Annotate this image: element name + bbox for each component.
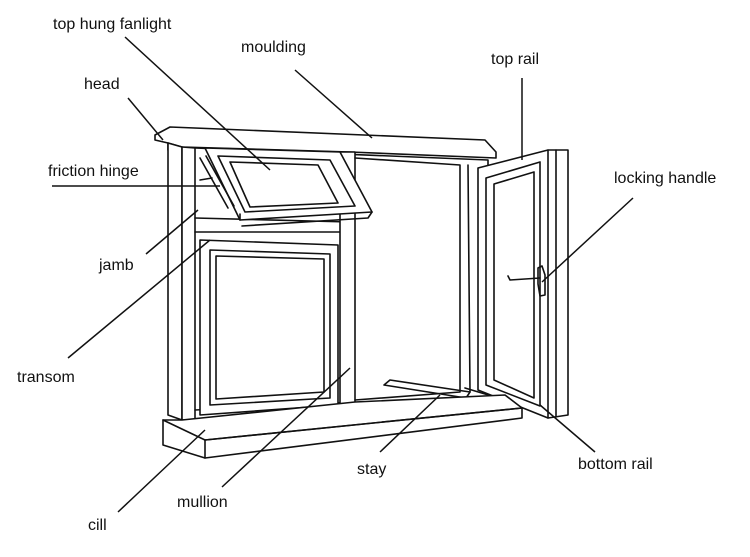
label-top-hung-fanlight: top hung fanlight (53, 16, 172, 33)
leader-jamb (145, 209, 199, 255)
label-jamb: jamb (98, 257, 134, 274)
head-moulding-shape (154, 126, 497, 159)
labels: top hung fanlight moulding head top rail… (17, 16, 716, 534)
leader-transom (67, 239, 211, 359)
leader-bottom-rail (539, 404, 596, 453)
leader-cill (117, 429, 206, 513)
label-transom: transom (17, 369, 75, 386)
label-moulding: moulding (241, 39, 306, 56)
label-top-rail: top rail (491, 51, 539, 68)
label-locking-handle: locking handle (614, 170, 716, 187)
leader-head (127, 97, 164, 141)
jamb-shape (167, 142, 183, 421)
label-stay: stay (357, 461, 386, 478)
casement-sash (477, 149, 569, 419)
label-friction-hinge: friction hinge (48, 163, 139, 180)
label-head: head (84, 76, 120, 93)
leader-mullion (221, 367, 351, 488)
window-frame (154, 126, 497, 421)
lower-fixed-pane (199, 239, 339, 416)
leader-top-hung-fanlight (124, 36, 271, 171)
friction-hinge-shape (199, 155, 235, 209)
leader-stay (379, 394, 441, 453)
label-mullion: mullion (177, 494, 228, 511)
casement-outer (477, 149, 569, 419)
label-cill: cill (88, 517, 107, 534)
leader-moulding (294, 69, 373, 139)
cill (162, 394, 523, 459)
leader-locking-handle (541, 197, 634, 283)
leader-lines (52, 36, 634, 513)
locking-handle-shape (507, 265, 546, 297)
fanlight (199, 147, 373, 227)
label-bottom-rail: bottom rail (578, 456, 653, 473)
